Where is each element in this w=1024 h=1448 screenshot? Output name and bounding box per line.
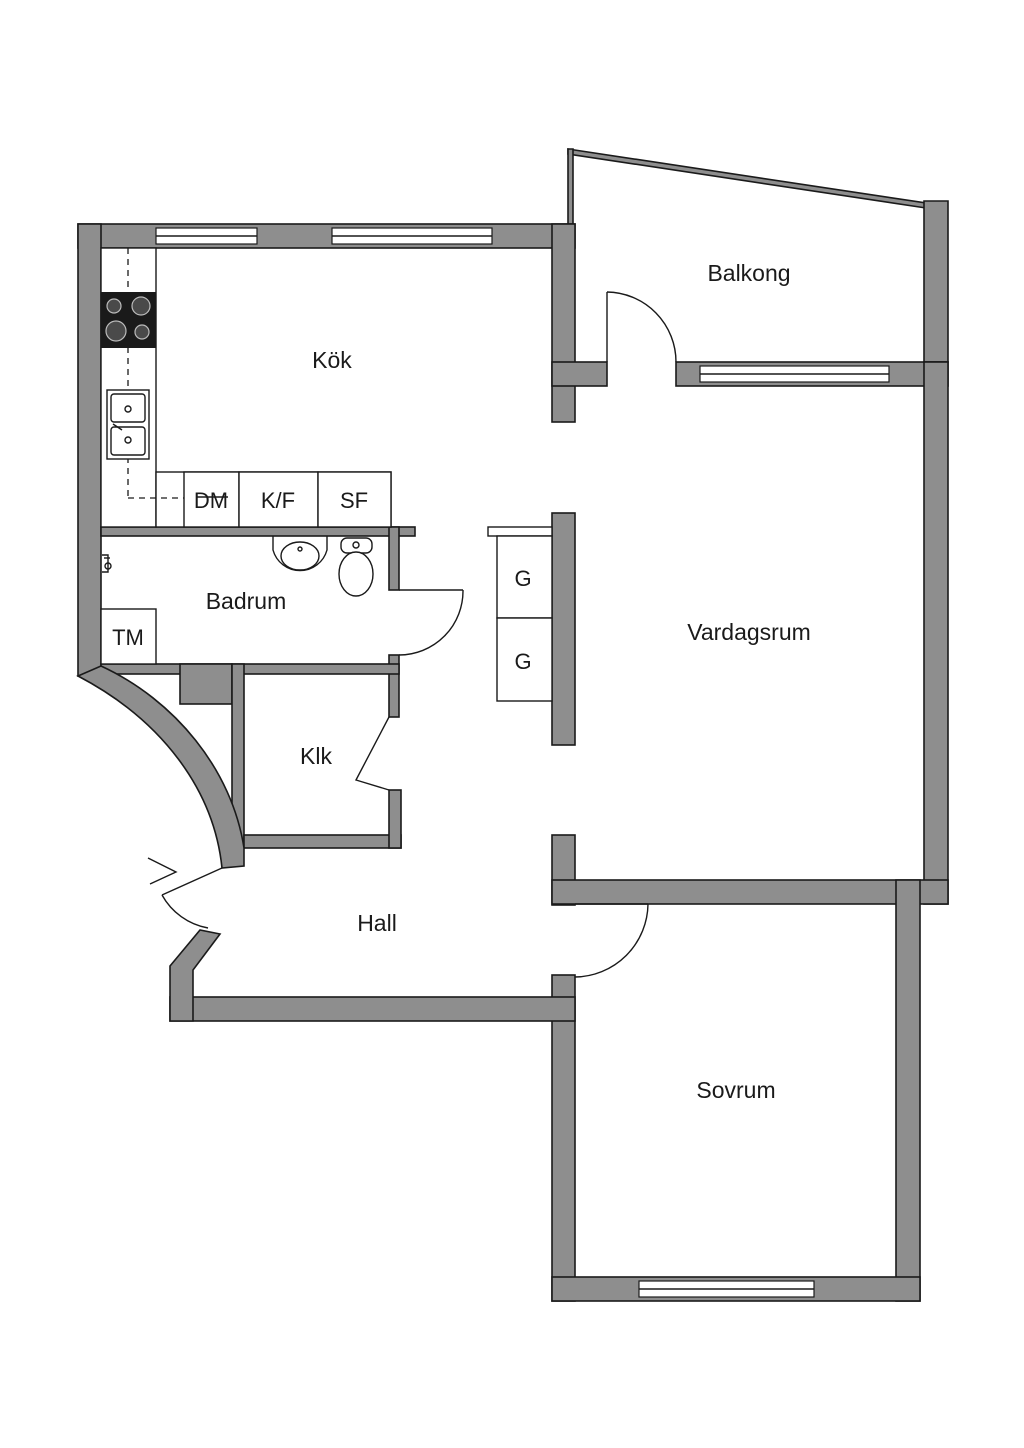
windows [155, 227, 890, 1298]
stove-icon [101, 292, 156, 348]
label-fridge-freezer: K/F [261, 488, 295, 513]
kitchen-fixtures [100, 247, 392, 528]
wardrobes [487, 526, 553, 702]
doors [147, 291, 677, 978]
walls [76, 223, 949, 1302]
room-label-hall: Hall [357, 910, 397, 936]
room-label-sovrum: Sovrum [696, 1077, 775, 1103]
washbasin-icon [272, 536, 328, 572]
toilet-icon [338, 537, 374, 597]
room-label-kok: Kök [312, 347, 352, 373]
room-label-balkong: Balkong [707, 260, 790, 286]
label-wardrobe-2: G [514, 649, 531, 674]
room-label-klk: Klk [300, 743, 332, 769]
room-labels: Kök Balkong Badrum Vardagsrum Klk Hall S… [206, 260, 811, 1103]
label-freezer: SF [340, 488, 368, 513]
freezer-cell [317, 471, 392, 528]
balcony-outline [567, 148, 949, 363]
label-washing-machine: TM [112, 625, 144, 650]
fridge-freezer-cell [238, 471, 319, 528]
washing-machine-cell [100, 608, 157, 665]
room-label-vardagsrum: Vardagsrum [687, 619, 811, 645]
sink-icon [106, 389, 150, 460]
fixture-labels: DM K/F SF TM G G [112, 488, 531, 674]
shower-mixer-icon [102, 554, 112, 573]
label-dishwasher: DM [194, 488, 228, 513]
bathroom-fixtures [100, 536, 374, 665]
label-wardrobe-1: G [514, 566, 531, 591]
room-label-badrum: Badrum [206, 588, 287, 614]
dishwasher-cell [183, 471, 240, 528]
